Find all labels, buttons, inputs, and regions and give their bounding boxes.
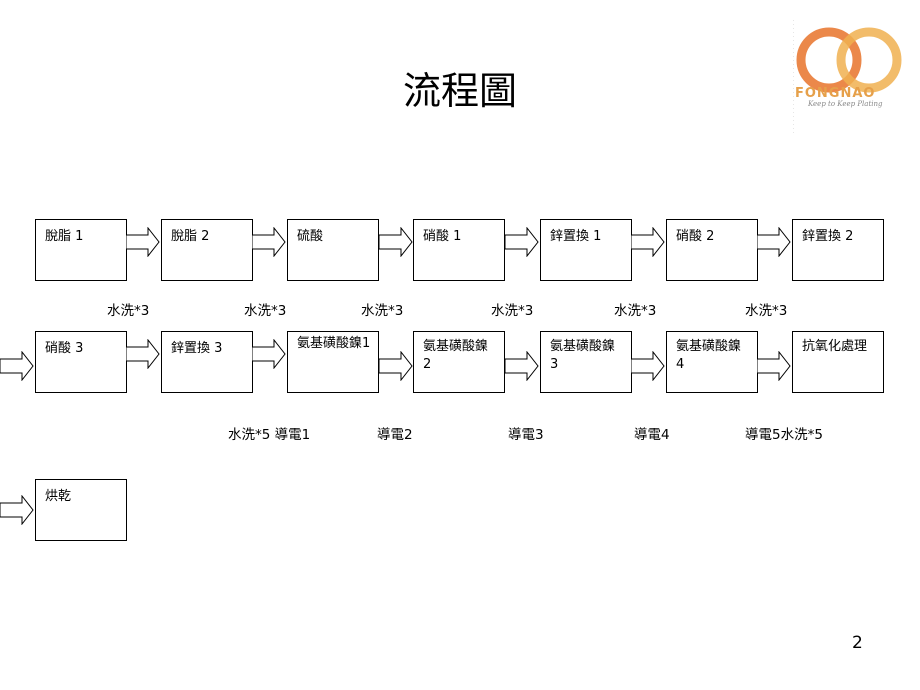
flow-arrow (0, 351, 34, 381)
page-number: 2 (852, 633, 863, 653)
process-box: 硝酸 2 (666, 219, 758, 281)
process-box: 氨基磺酸鎳 4 (666, 331, 758, 393)
process-box: 鋅置換 3 (161, 331, 253, 393)
process-box: 硝酸 3 (35, 331, 127, 393)
flow-arrow (631, 227, 665, 257)
step-note: 水洗*3 (244, 303, 287, 319)
flow-arrow (252, 339, 286, 369)
flow-arrow (757, 351, 791, 381)
flow-arrow (505, 351, 539, 381)
step-note: 水洗*5 導電1 (228, 427, 311, 443)
step-note: 導電2 (377, 427, 413, 443)
flow-arrow (757, 227, 791, 257)
process-box: 氨基磺酸鎳 2 (413, 331, 505, 393)
step-note: 水洗*3 (107, 303, 150, 319)
step-note: 導電4 (634, 427, 670, 443)
step-note: 導電3 (508, 427, 544, 443)
process-box: 烘乾 (35, 479, 127, 541)
process-box: 脫脂 2 (161, 219, 253, 281)
flow-arrow (379, 351, 413, 381)
process-box: 氨基磺酸鎳 3 (540, 331, 632, 393)
flow-arrow (631, 351, 665, 381)
step-note: 水洗*3 (745, 303, 788, 319)
step-note: 水洗*3 (491, 303, 534, 319)
logo-tagline: Keep to Keep Plating (808, 100, 883, 108)
flow-arrow (505, 227, 539, 257)
flow-arrow (379, 227, 413, 257)
process-box: 鋅置換 1 (540, 219, 632, 281)
process-box: 脫脂 1 (35, 219, 127, 281)
flow-arrow (252, 227, 286, 257)
flow-arrow (0, 495, 34, 525)
process-box: 抗氧化處理 (792, 331, 884, 393)
process-box: 硝酸 1 (413, 219, 505, 281)
process-box: 硫酸 (287, 219, 379, 281)
flow-arrow (126, 339, 160, 369)
step-note: 水洗*3 (361, 303, 404, 319)
logo-wordmark: FONGNAO (795, 86, 876, 101)
flow-arrow (126, 227, 160, 257)
process-box: 氨基磺酸鎳1 (287, 331, 379, 393)
page-title: 流程圖 (402, 69, 517, 113)
step-note: 水洗*3 (614, 303, 657, 319)
process-box: 鋅置換 2 (792, 219, 884, 281)
step-note: 導電5水洗*5 (745, 427, 823, 443)
company-logo (793, 20, 902, 133)
